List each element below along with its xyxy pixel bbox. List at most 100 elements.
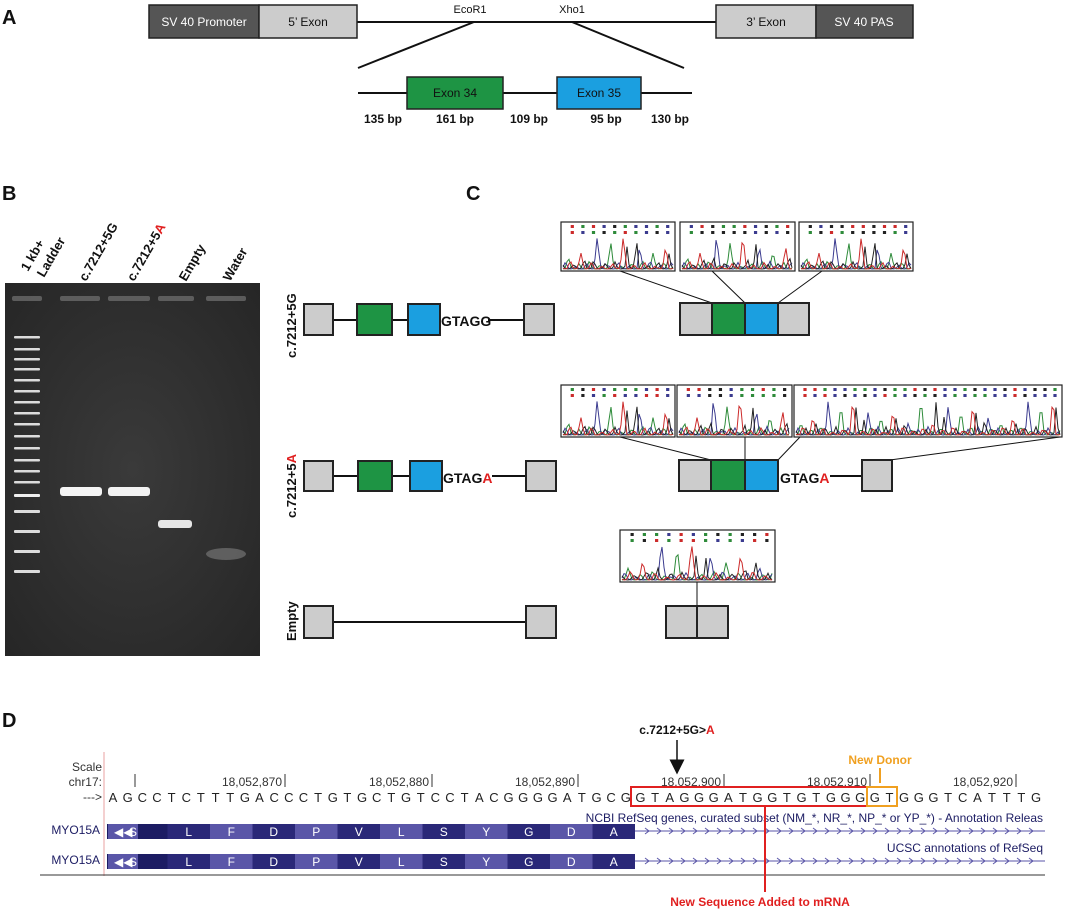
panel-d: D c.7212+5G>A New Donor Scale chr17: ---… [2,710,1045,909]
sequence-base: G [1031,790,1041,805]
sequence-base: T [944,790,952,805]
codon-cell [167,824,210,839]
codon-cell [380,824,423,839]
row-label-wt: c.7212+5G [284,293,299,358]
three-prime-exon-label: 3’ Exon [746,15,786,29]
base-call-mark [861,231,865,234]
row-label-empty: Empty [284,601,299,642]
base-call-mark [753,533,757,536]
base-call-mark [721,231,726,234]
ladder-band [14,368,40,371]
base-call-mark [772,388,776,391]
intron-chevron [728,857,734,865]
intron-chevron [836,857,842,865]
base-call-mark [750,394,755,397]
base-call-mark [634,225,638,228]
base-call-mark [813,394,817,397]
sequence-base: T [1003,790,1011,805]
ecor1-site-label: EcoR1 [453,4,486,16]
intron-chevron [812,857,818,865]
chromatogram-trace [681,241,792,270]
size-label-161: 161 bp [436,112,474,126]
base-call-mark [872,231,876,234]
base-call-mark [863,388,867,391]
sequence-base: G [709,790,719,805]
base-call-mark [623,231,627,234]
sequence-base: G [679,790,689,805]
base-call-mark [667,533,671,536]
base-call-mark [570,394,574,397]
codon-cell [550,854,593,869]
sequence-base: T [226,790,234,805]
base-call-mark [691,533,695,536]
well [60,296,100,301]
intron-chevron [800,857,806,865]
base-call-mark [853,388,857,391]
amino-acid: F [228,855,235,869]
chromatogram-trace [678,404,789,436]
intron-chevron [848,857,854,865]
chromatogram-connector [619,436,712,461]
base-call-mark [718,388,723,391]
exon-34-label: Exon 34 [433,86,477,100]
mutation-label: c.7212+5G>A [639,723,715,737]
base-call-mark [644,388,649,391]
well [158,296,194,301]
amino-acid: P [312,855,320,869]
base-call-mark [623,388,627,391]
base-call-mark [728,539,732,542]
base-call-mark [829,225,834,228]
new-sequence-label: New Sequence Added to mRNA [670,895,850,909]
sequence-base: T [1017,790,1025,805]
intron-chevron [656,827,662,835]
sequence-base: G [870,790,880,805]
vector-exon-5 [665,605,698,639]
base-call-mark [729,394,733,397]
codon-cell [295,824,338,839]
sequence-base: T [197,790,205,805]
intron-chevron [980,827,986,835]
base-call-mark [591,394,596,397]
base-call-mark [686,394,690,397]
band-empty [158,520,192,528]
base-call-mark [750,388,755,391]
intron-chevron [956,827,962,835]
panel-a: A SV 40 Promoter 5’ Exon 3’ Exon SV 40 P… [2,4,914,126]
band-water-smear [206,548,246,560]
base-call-mark [716,539,720,542]
base-call-mark [718,394,723,397]
base-call-mark [708,394,712,397]
intron-chevron [872,857,878,865]
chromatogram-trace [795,405,1061,436]
band-wt [60,487,102,496]
sequence-base: T [343,790,351,805]
intron-chevron [764,857,770,865]
exon-35-box [556,76,642,110]
codon-cell [380,854,423,869]
base-call-mark [1053,388,1057,391]
sequence-base: T [168,790,176,805]
sequence-base: T [812,790,820,805]
exon-35 [409,460,443,492]
base-call-mark [679,539,683,542]
intron-chevron [920,827,926,835]
reverse-strand-icon: ◀◀ [114,855,133,869]
codon-cell [592,824,635,839]
lane-label-water: Water [220,245,251,283]
empty-transcript [665,582,729,639]
base-call-mark [903,388,907,391]
base-call-mark [883,388,887,391]
sv40-pas-label: SV 40 PAS [834,15,893,29]
base-call-mark [642,539,646,542]
base-call-mark [803,388,807,391]
sequence-base: G [504,790,514,805]
base-call-mark [829,231,834,234]
base-call-mark [655,539,659,542]
base-call-mark [655,394,659,397]
chromatogram [793,384,1063,438]
intron-chevron [884,857,890,865]
base-call-mark [933,394,937,397]
vector-exon-5 [303,303,334,336]
